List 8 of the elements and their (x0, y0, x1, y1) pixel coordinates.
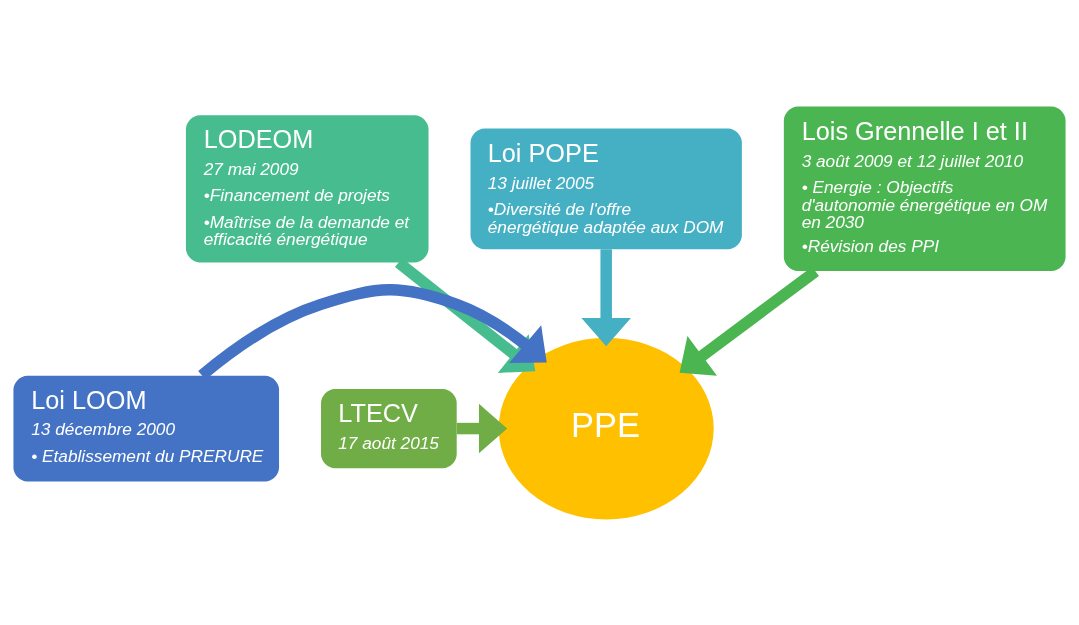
node-box: Loi LOOM 13 décembre 2000 • Etablissement du PRERURE (13, 375, 280, 481)
node-box: LODEOM 27 mai 2009 •Financement de projets •Maîtrise de la demande et efficacité énergétique (185, 114, 429, 262)
node-ellipse: PPE (498, 337, 714, 519)
node-box: Loi POPE 13 juillet 2005 •Diversité de l'offre énergétique adaptée aux DOM (470, 127, 742, 249)
arrow (456, 403, 508, 453)
node-box: LTECV 17 août 2015 (321, 388, 457, 468)
node-box: Lois Grennelle I et II 3 août 2009 et 12 juillet 2010 • Energie : Objectifs d'autonomie énergétique en OM en 2030 •Révision des PPI (783, 106, 1066, 271)
arrow (581, 248, 631, 346)
